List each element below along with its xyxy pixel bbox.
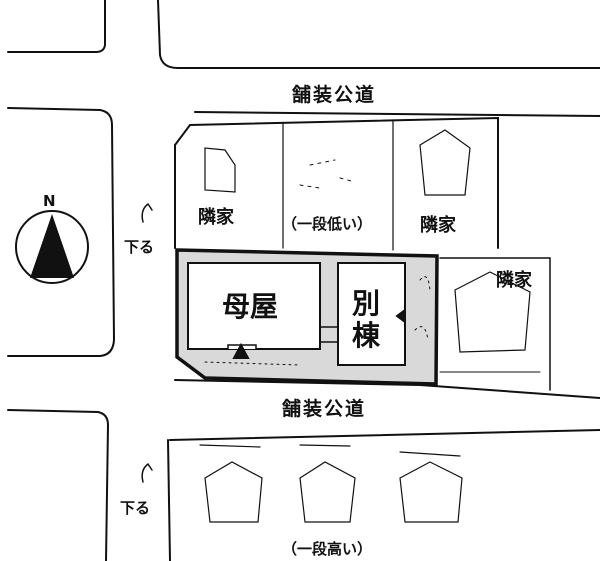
- compass-label: N: [43, 192, 56, 210]
- slope-arrow-upper-icon: [141, 203, 153, 223]
- main-house-label: 母屋: [222, 290, 279, 323]
- neighbor-label-south: （一段高い）: [282, 540, 373, 558]
- slope-label-lower: 下る: [120, 499, 151, 517]
- slope-label-upper: 下る: [124, 238, 155, 256]
- road-label-south: 舗装公道: [282, 398, 367, 420]
- neighbor-label-north-left: 隣家: [198, 207, 234, 228]
- road-label-north: 舗装公道: [292, 84, 377, 106]
- slope-arrow-lower-icon: [141, 463, 153, 483]
- neighbor-label-east: 隣家: [496, 270, 532, 291]
- neighbor-label-north-middle: （一段低い）: [282, 215, 373, 233]
- road-edges: [7, 0, 600, 561]
- north-block: [174, 116, 499, 251]
- neighbor-label-north-right: 隣家: [420, 215, 456, 236]
- north-arrow-icon: [15, 210, 89, 284]
- south-block: [199, 444, 463, 523]
- site-lot: [175, 248, 439, 386]
- annex-label-line1: 別: [352, 287, 381, 320]
- annex-label-line2: 棟: [352, 319, 381, 352]
- east-block: [439, 257, 551, 391]
